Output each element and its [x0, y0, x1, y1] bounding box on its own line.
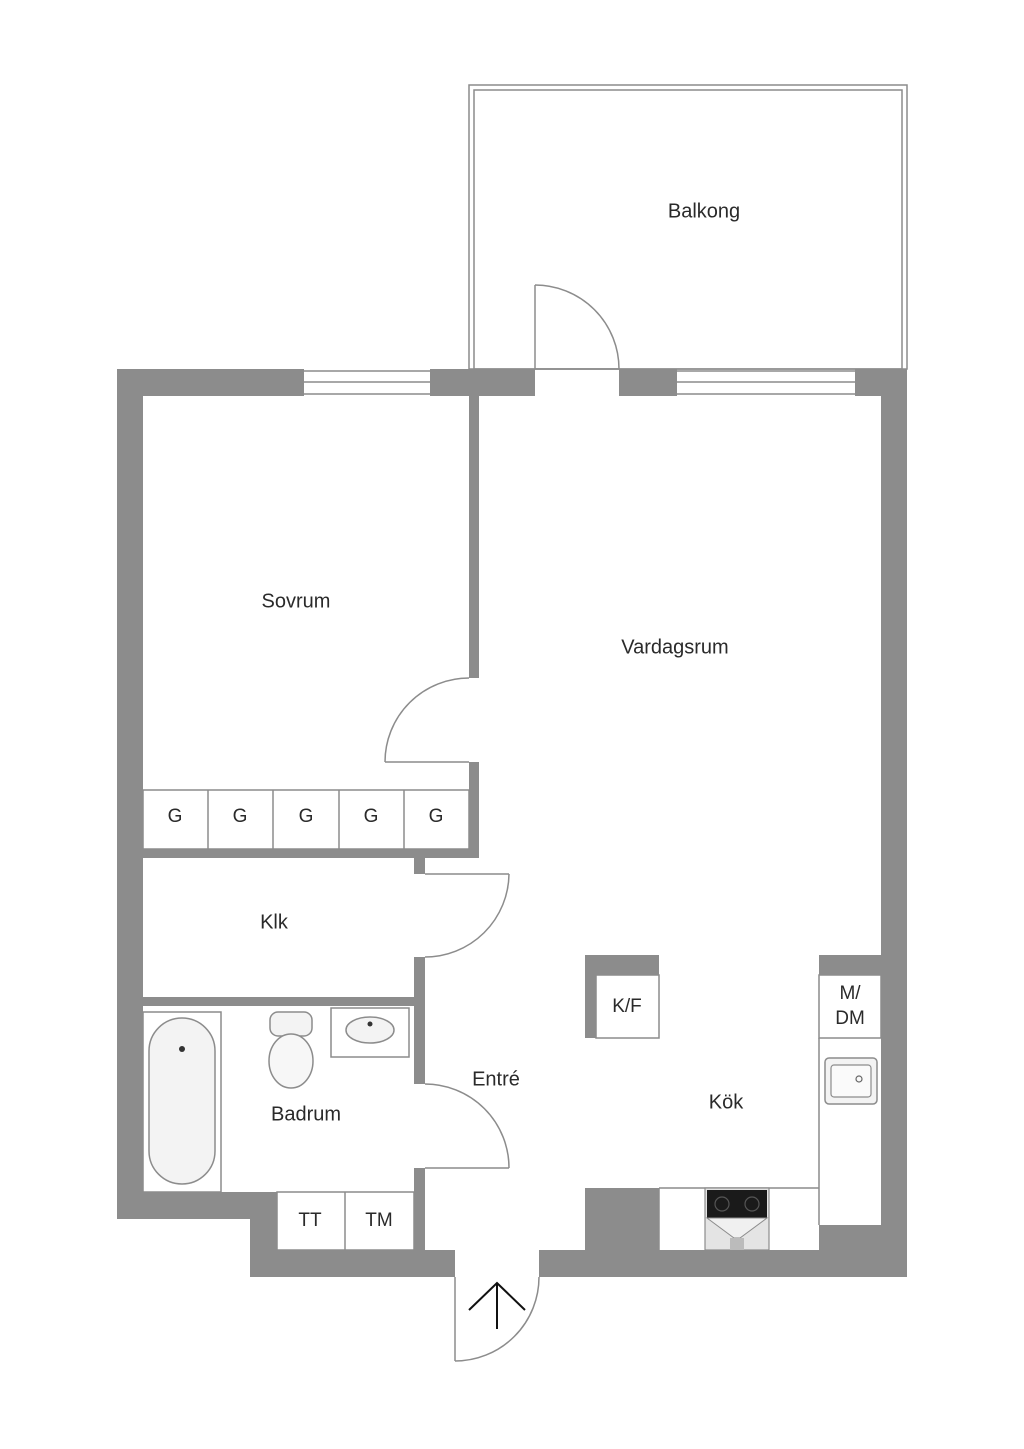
- bathroom-door: [424, 1083, 510, 1169]
- micro-dishwasher-label: DM: [835, 1008, 865, 1029]
- wardrobe-label: G: [233, 806, 248, 827]
- fridge-freezer: K/F: [595, 974, 660, 1039]
- windows: [304, 368, 855, 395]
- bathroom-sink: [330, 1007, 410, 1058]
- wardrobe-label: G: [299, 806, 314, 827]
- wardrobe-label: G: [364, 806, 379, 827]
- fridge-freezer-label: K/F: [612, 996, 642, 1017]
- stove: [704, 1187, 770, 1251]
- toilet: [268, 1011, 314, 1089]
- bathtub: [142, 1011, 222, 1193]
- dryer-label: TT: [298, 1210, 322, 1231]
- micro-dishwasher-label: M/: [839, 983, 861, 1004]
- room-label-bathroom: Badrum: [271, 1103, 341, 1125]
- kitchen-sink: [824, 1057, 878, 1105]
- bedroom-door: [384, 677, 470, 763]
- wardrobes: G G G G G: [142, 789, 470, 850]
- balcony-door: [534, 284, 620, 370]
- kitchen-counter: M/ DM: [658, 974, 882, 1250]
- balcony-railing: [468, 84, 908, 370]
- laundry: TT TM: [276, 1191, 415, 1251]
- room-label-living-room: Vardagsrum: [621, 636, 728, 658]
- room-label-kitchen: Kök: [709, 1091, 744, 1113]
- washer-label: TM: [365, 1210, 392, 1231]
- room-label-closet: Klk: [260, 911, 289, 933]
- room-label-bedroom: Sovrum: [262, 590, 331, 612]
- exterior-walls: [117, 369, 907, 1277]
- entrance-door: [454, 1276, 540, 1362]
- room-label-balcony: Balkong: [668, 200, 740, 222]
- wardrobe-label: G: [168, 806, 183, 827]
- room-label-hall: Entré: [472, 1068, 520, 1090]
- interior-walls: [143, 396, 881, 1250]
- wardrobe-label: G: [429, 806, 444, 827]
- closet-door: [424, 873, 510, 958]
